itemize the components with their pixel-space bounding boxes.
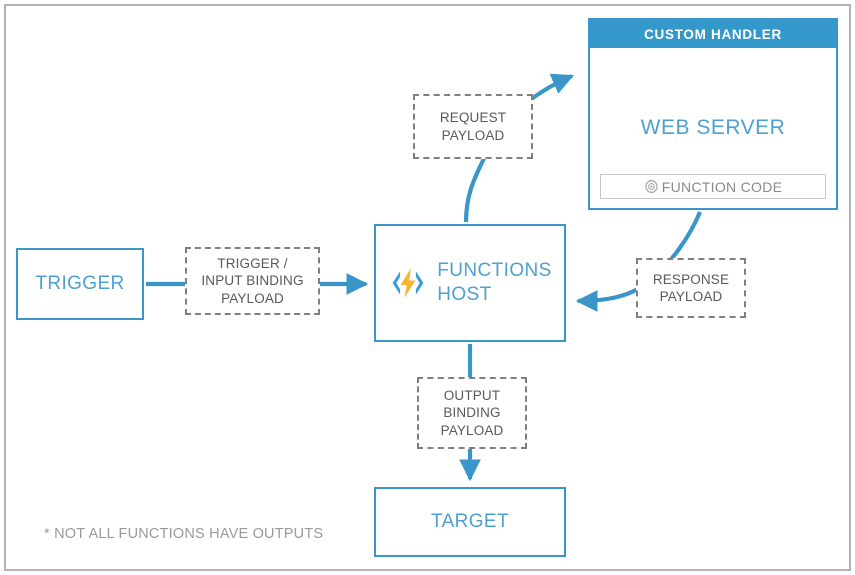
response-payload-text: RESPONSE PAYLOAD xyxy=(652,271,730,304)
web-server-label: WEB SERVER xyxy=(640,116,786,139)
trigger-node: TRIGGER xyxy=(16,248,144,320)
footnote-text: * NOT ALL FUNCTIONS HAVE OUTPUTS xyxy=(44,526,324,542)
response-payload-label: RESPONSE PAYLOAD xyxy=(636,258,746,318)
request-payload-text: REQUEST PAYLOAD xyxy=(439,110,507,143)
target-node: TARGET xyxy=(374,487,566,557)
custom-handler-node: CUSTOM HANDLER WEB SERVER FUNCTION CODE xyxy=(588,18,838,210)
custom-handler-header: CUSTOM HANDLER xyxy=(590,20,836,48)
request-payload-label: REQUEST PAYLOAD xyxy=(413,94,533,159)
function-code-label: FUNCTION CODE xyxy=(661,178,783,195)
functions-host-node: FUNCTIONS HOST xyxy=(374,224,566,342)
output-binding-payload-text: OUTPUT BINDING PAYLOAD xyxy=(440,388,504,438)
trigger-label: TRIGGER xyxy=(35,273,125,295)
custom-handler-body: WEB SERVER FUNCTION CODE xyxy=(590,48,836,208)
azure-functions-logo-icon xyxy=(392,268,424,298)
trigger-input-binding-payload-text: TRIGGER / INPUT BINDING PAYLOAD xyxy=(201,256,304,306)
gear-icon xyxy=(644,179,658,194)
target-label: TARGET xyxy=(430,511,510,533)
trigger-input-binding-payload-label: TRIGGER / INPUT BINDING PAYLOAD xyxy=(185,247,320,315)
functions-host-label: FUNCTIONS HOST xyxy=(437,260,552,305)
output-binding-payload-label: OUTPUT BINDING PAYLOAD xyxy=(417,377,527,449)
function-code-chip: FUNCTION CODE xyxy=(600,174,826,199)
